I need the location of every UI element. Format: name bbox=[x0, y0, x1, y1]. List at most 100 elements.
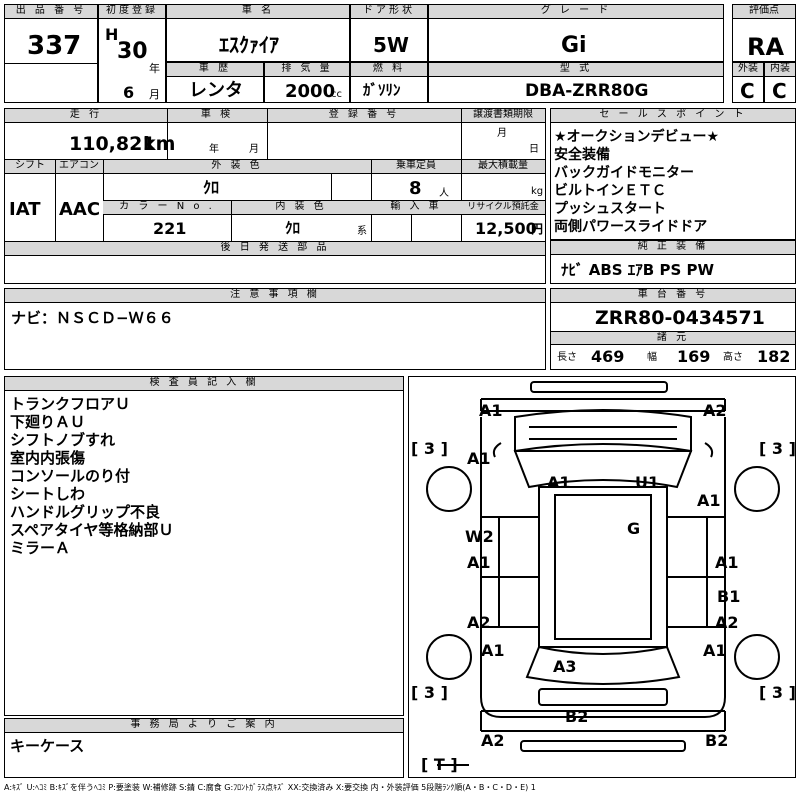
inspection-year-unit: 年 bbox=[209, 144, 219, 155]
transfer-label: 譲渡書類期限 bbox=[461, 109, 545, 123]
equipment-box: 純 正 装 備 ﾅﾋﾞ ABS ｴｱB PS PW bbox=[550, 240, 796, 284]
damage-mark: A1 bbox=[481, 641, 505, 660]
inspector-line: 室内内張傷 bbox=[10, 449, 86, 467]
damage-mark: A3 bbox=[553, 657, 577, 676]
damage-mark: A1 bbox=[467, 449, 491, 468]
shift: IAT bbox=[9, 199, 41, 220]
displacement-label: 排 気 量 bbox=[265, 63, 349, 77]
color-no-label: カ ラ ー N o . bbox=[103, 201, 231, 215]
equipment-label: 純 正 装 備 bbox=[551, 241, 795, 255]
year-unit: 年 bbox=[149, 62, 160, 75]
damage-diagram: A1 A2 A1 A1 U1 A1 G W2 A1 A1 A2 B1 A2 A1… bbox=[408, 376, 796, 778]
fuel-box: 燃 料 ｶﾞｿﾘﾝ bbox=[350, 62, 428, 103]
damage-mark: A2 bbox=[715, 613, 739, 632]
interior-grade-box: 内装 C bbox=[764, 62, 796, 103]
inspector-box: 検 査 員 記 入 欄 トランクフロアＵ 下廻りＡＵ シフトノブすれ 室内内張傷… bbox=[4, 376, 404, 716]
chassis-box: 車 台 番 号 ZRR80-0434571 諸 元 長さ 469 幅 169 高… bbox=[550, 288, 796, 370]
sales-point: ビルトインＥＴＣ bbox=[554, 183, 666, 199]
era: H bbox=[105, 25, 119, 44]
damage-mark: G bbox=[627, 519, 641, 538]
chassis-number: ZRR80-0434571 bbox=[595, 307, 765, 329]
fuel: ｶﾞｿﾘﾝ bbox=[363, 81, 401, 99]
history-label: 車 歴 bbox=[167, 63, 263, 77]
tyre-grade: [ 3 ] bbox=[759, 439, 796, 458]
reg-year: 30 bbox=[117, 39, 148, 64]
office-box: 事 務 局 よ り ご 案 内 キーケース bbox=[4, 718, 404, 778]
displacement-box: 排 気 量 2000 cc bbox=[264, 62, 350, 103]
mileage-label: 走 行 bbox=[5, 109, 167, 123]
damage-mark: A1 bbox=[697, 491, 721, 510]
sales-label: セ ー ル ス ポ イ ン ト bbox=[551, 109, 795, 123]
lot-box: 出 品 番 号 337 bbox=[4, 4, 98, 103]
int-color-label: 内 装 色 bbox=[231, 201, 371, 215]
score: RA bbox=[747, 33, 785, 61]
length-label: 長さ bbox=[557, 352, 577, 363]
fuel-label: 燃 料 bbox=[351, 63, 427, 77]
vehicle-name-box: 車 名 ｴｽｸｧｲｱ bbox=[166, 4, 350, 62]
exterior-grade: C bbox=[740, 79, 755, 103]
inspector-line: スペアタイヤ等格納部Ｕ bbox=[10, 521, 174, 539]
inspector-line: シートしわ bbox=[10, 485, 86, 503]
door-box: ドア形状 5W bbox=[350, 4, 428, 62]
office-note: キーケース bbox=[10, 737, 85, 755]
exterior-color: ｸﾛ bbox=[203, 178, 220, 197]
sales-points-box: セ ー ル ス ポ イ ン ト ★オークションデビュー★ 安全装備 バックガイド… bbox=[550, 108, 796, 240]
inspector-line: ミラーＡ bbox=[10, 539, 71, 557]
capacity-label: 乗車定員 bbox=[371, 160, 461, 174]
history: レンタ bbox=[189, 80, 243, 101]
damage-mark: A1 bbox=[547, 473, 571, 492]
damage-mark: B2 bbox=[565, 707, 589, 726]
details-grid: 走 行 車 検 登 録 番 号 譲渡書類期限 110,821 km 年 月 月 … bbox=[4, 108, 546, 284]
inspector-label: 検 査 員 記 入 欄 bbox=[5, 377, 403, 391]
damage-mark: A1 bbox=[467, 553, 491, 572]
grade: Gi bbox=[561, 33, 587, 58]
dims-label: 諸 元 bbox=[551, 331, 795, 345]
length: 469 bbox=[591, 347, 625, 366]
exterior-grade-box: 外装 C bbox=[732, 62, 764, 103]
recycle-label: リサイクル預託金 bbox=[461, 201, 545, 215]
equipment: ﾅﾋﾞ ABS ｴｱB PS PW bbox=[561, 261, 715, 279]
tyre-grade: [ 3 ] bbox=[759, 683, 796, 702]
damage-mark: B1 bbox=[717, 587, 741, 606]
color-label: 外 装 色 bbox=[103, 160, 371, 174]
damage-mark: W2 bbox=[465, 527, 494, 546]
interior-color: ｸﾛ bbox=[285, 219, 301, 237]
damage-mark: A2 bbox=[481, 731, 505, 750]
import-label: 輸 入 車 bbox=[371, 201, 461, 215]
notes-box: 注 意 事 項 欄 ナビ：ＮＳＣＤ−Ｗ６６ bbox=[4, 288, 546, 370]
int-color-unit: 系 bbox=[357, 226, 367, 237]
sales-point: 安全装備 bbox=[554, 147, 610, 163]
score-box: 評価点 RA bbox=[732, 4, 796, 62]
damage-mark: B2 bbox=[705, 731, 729, 750]
capacity-unit: 人 bbox=[439, 188, 449, 199]
inspection-month-unit: 月 bbox=[249, 144, 259, 155]
inspector-line: シフトノブすれ bbox=[10, 431, 116, 449]
damage-mark: U1 bbox=[635, 473, 660, 492]
damage-mark: A1 bbox=[479, 401, 503, 420]
transfer-month-unit: 月 bbox=[497, 128, 507, 139]
legend: A:ｷｽﾞ U:ﾍｺﾐ B:ｷｽﾞを伴うﾍｺﾐ P:要塗装 W:補修跡 S:錆 … bbox=[4, 783, 536, 792]
inspector-line: トランクフロアＵ bbox=[10, 395, 131, 413]
sales-point: バックガイドモニター bbox=[554, 165, 694, 181]
inspector-line: ハンドルグリップ不良 bbox=[10, 503, 161, 521]
score-label: 評価点 bbox=[733, 5, 795, 19]
reg-month: 6 bbox=[123, 83, 135, 102]
mileage-unit: km bbox=[143, 133, 176, 155]
interior-label: 内装 bbox=[765, 63, 795, 77]
history-box: 車 歴 レンタ bbox=[166, 62, 264, 103]
load-unit: kg bbox=[531, 186, 544, 197]
damage-mark: A2 bbox=[703, 401, 727, 420]
height: 182 bbox=[757, 347, 791, 366]
sales-point: ★オークションデビュー★ bbox=[554, 129, 720, 145]
model: DBA-ZRR80G bbox=[525, 81, 649, 101]
damage-mark: A1 bbox=[703, 641, 727, 660]
interior-grade: C bbox=[772, 79, 787, 103]
model-label: 型 式 bbox=[429, 63, 723, 77]
shift-label: シフト bbox=[5, 160, 55, 174]
recycle-fee: 12,500 bbox=[475, 219, 537, 238]
vehicle-name: ｴｽｸｧｲｱ bbox=[219, 33, 279, 57]
name-label: 車 名 bbox=[167, 5, 349, 19]
inspector-line: 下廻りＡＵ bbox=[10, 413, 86, 431]
displacement-unit: cc bbox=[331, 89, 342, 100]
tyre-grade: [ 3 ] bbox=[411, 683, 448, 702]
